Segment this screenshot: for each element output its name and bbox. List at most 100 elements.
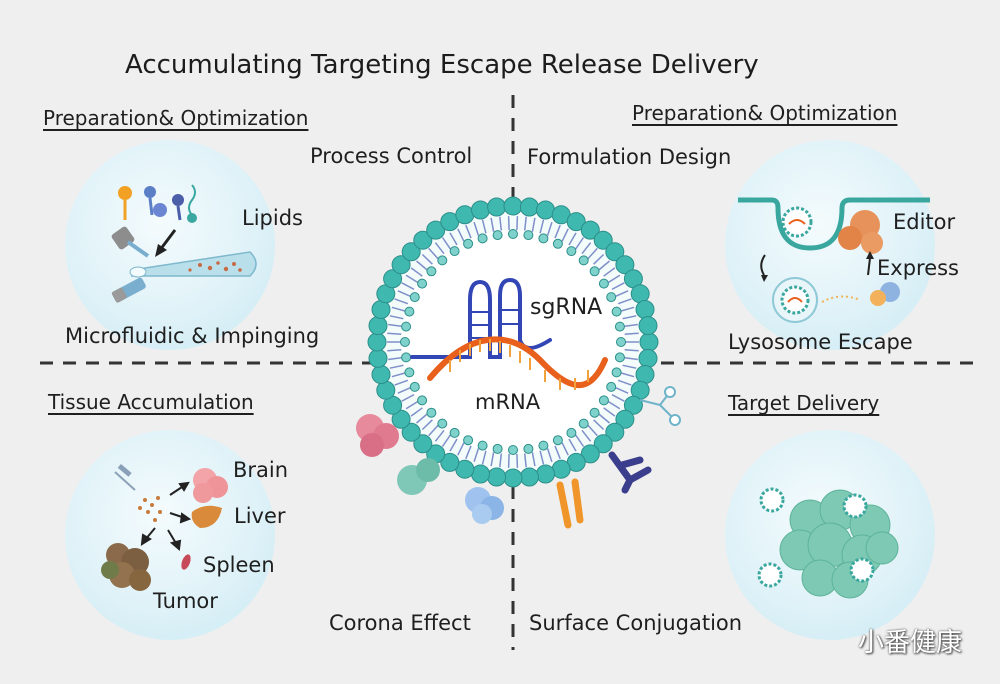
outer-lipid-head [383, 269, 403, 289]
lipid-tail [449, 232, 458, 246]
inner-lipid-head [598, 278, 609, 289]
lipid-tail [587, 247, 598, 260]
diagram-title: Accumulating Targeting Escape Release De… [125, 50, 759, 80]
outer-lipid-head [605, 422, 625, 442]
lipid-tail [388, 323, 403, 328]
protein-blue [465, 487, 504, 524]
outer-lipid-head [413, 230, 433, 250]
inner-lipid-heads [400, 229, 626, 455]
lipid-tail [389, 315, 404, 320]
lipid-tail [416, 413, 428, 424]
inner-lipid-head [523, 443, 534, 454]
inner-lipid-head [417, 278, 428, 289]
outer-lipid-head [440, 452, 460, 472]
lipid-tail [441, 237, 452, 250]
distribution-arrows [140, 481, 192, 551]
lipid-tail [434, 429, 445, 442]
outer-lipid-head [519, 467, 539, 487]
lipid-tail [617, 379, 632, 386]
inner-lipid-head [437, 255, 448, 266]
lipid-tail [539, 219, 545, 234]
liver-icon [191, 505, 222, 528]
lipid-tail [401, 282, 415, 291]
outer-lipid-head [580, 444, 600, 464]
lipid-tail [593, 419, 605, 431]
microfluidic-device [111, 226, 257, 303]
outer-lipid-head [615, 409, 635, 429]
outer-lipid-head [635, 300, 655, 319]
inner-lipid-head [589, 407, 600, 418]
target-cell-cluster [779, 489, 899, 599]
inner-lipid-head [508, 229, 518, 239]
label-process-control: Process Control [310, 144, 473, 168]
inner-lipid-head [492, 230, 503, 241]
lipids-illustration [111, 184, 257, 303]
express-arrow [867, 257, 871, 276]
watermark: 小番健康 [858, 628, 963, 658]
outer-lipid-head [638, 348, 658, 368]
inner-lipid-head [523, 230, 534, 241]
inner-lipid-head [611, 367, 622, 378]
small-molecule-ligand-icon [639, 386, 681, 426]
lipid-tail [397, 386, 412, 394]
ribosome-icon [870, 282, 900, 306]
lipid-tail [391, 306, 406, 312]
targeted-lnp-icons [757, 487, 875, 588]
brain-icon [193, 468, 228, 503]
lipid-tail [611, 282, 625, 291]
lipid-tail [391, 372, 406, 378]
lipid-tail [410, 267, 423, 277]
inner-lipid-head [606, 292, 617, 303]
label-lysosome-escape: Lysosome Escape [728, 330, 913, 354]
outer-lipid-head [401, 422, 421, 442]
outer-lipid-head [391, 409, 411, 429]
lipid-tail [481, 450, 487, 465]
lipid-tail [581, 242, 592, 255]
outer-lipid-head [471, 200, 490, 220]
lipid-tail [623, 323, 638, 328]
outer-lipid-head [455, 205, 475, 225]
outer-lipid-head [401, 242, 421, 262]
lipid-tail [490, 452, 495, 467]
inner-lipid-head [401, 352, 412, 363]
lipid-tail [507, 453, 510, 468]
lipid-tail [457, 442, 465, 456]
outer-lipid-head [413, 434, 433, 454]
lipid-icons [118, 184, 197, 223]
lipid-tail [388, 356, 403, 361]
inner-lipid-head [463, 238, 474, 249]
lipid-tail [620, 306, 635, 312]
lipid-tail [421, 419, 433, 431]
inner-lipid-head [508, 445, 518, 455]
inner-lipid-head [463, 435, 474, 446]
lipid-tail [622, 315, 637, 320]
lipid-tail [523, 216, 527, 231]
lipid-tail [611, 393, 625, 402]
lipid-tail [620, 372, 635, 378]
inner-lipid-head [611, 306, 622, 317]
lipid-tail [614, 290, 629, 298]
inner-lipid-head [578, 418, 589, 429]
lipid-tail [561, 228, 569, 242]
section-top-right: Preparation& Optimization [632, 101, 898, 125]
label-sgrna: sgRNA [530, 295, 603, 320]
spleen-icon [181, 554, 191, 570]
protein-pink [356, 414, 399, 457]
inner-lipid-head [404, 306, 415, 317]
label-editor: Editor [893, 210, 956, 234]
lipid-tail [598, 413, 610, 424]
tumor-icon [101, 543, 151, 591]
outer-lipid-head [368, 316, 388, 336]
outer-lipid-head [605, 242, 625, 262]
syringe-icon [114, 471, 136, 491]
lipid-tail [405, 400, 419, 410]
lipid-tail [428, 247, 439, 260]
label-tumor: Tumor [153, 589, 218, 613]
label-corona-effect: Corona Effect [329, 611, 471, 635]
lipid-tail [624, 349, 639, 352]
lipid-tail [507, 216, 510, 231]
lipid-tail [421, 253, 433, 265]
outer-lipid-head [639, 332, 659, 352]
lipid-tail [441, 434, 452, 447]
